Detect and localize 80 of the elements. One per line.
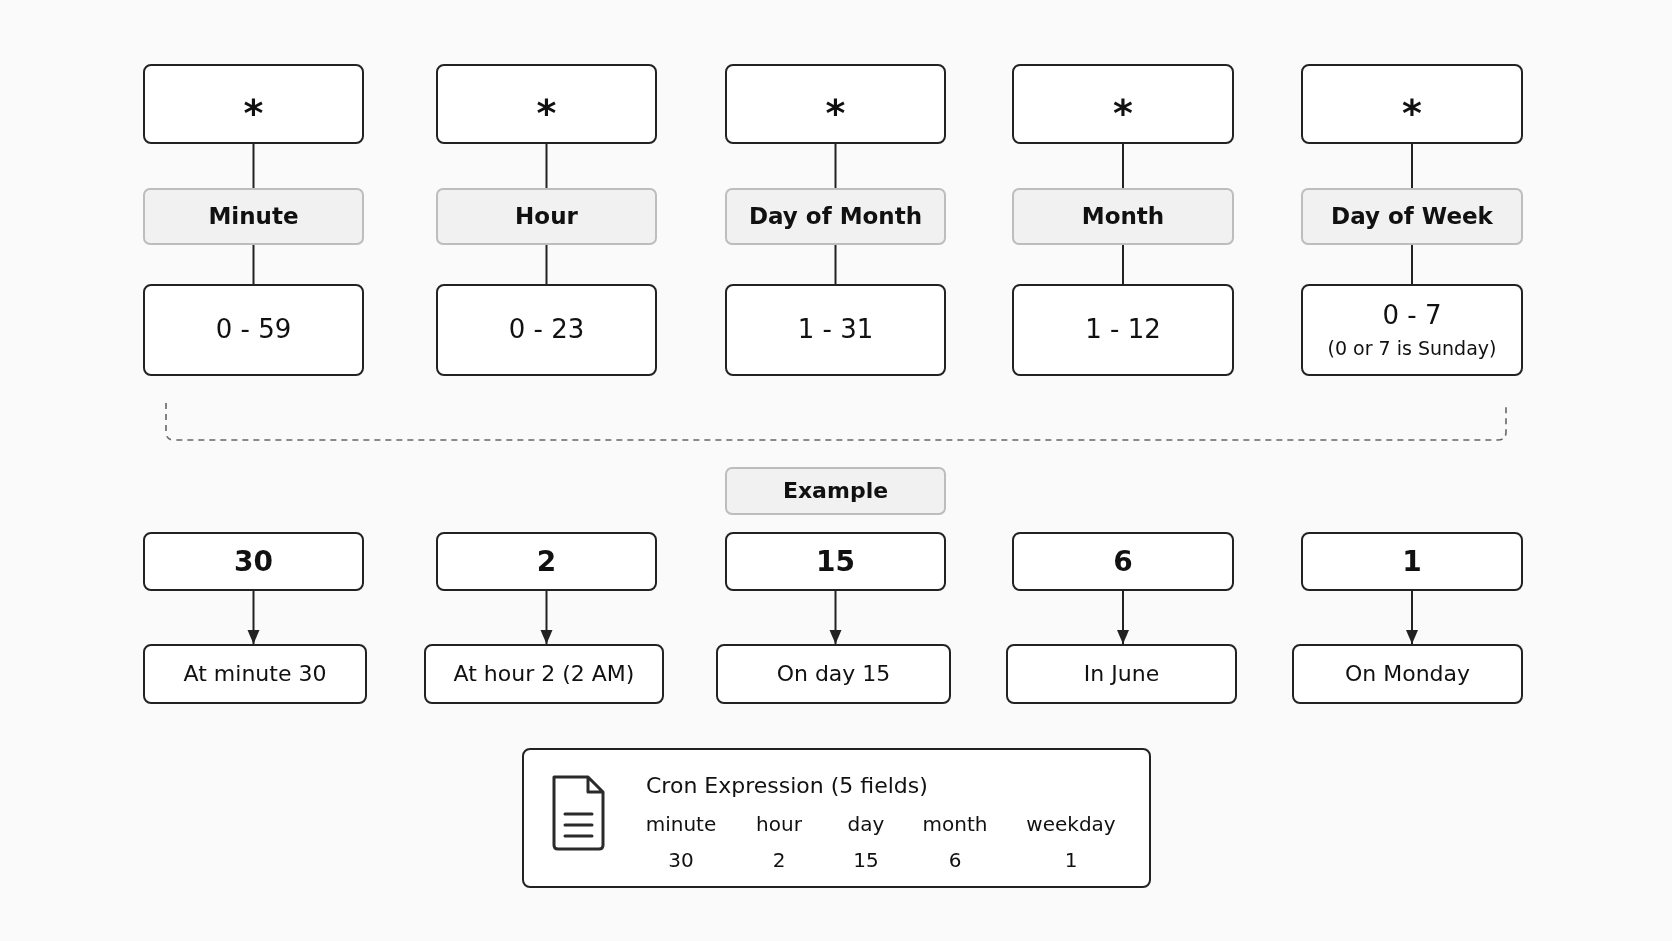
field-name-box xyxy=(1012,188,1234,245)
field-value: 15 xyxy=(853,848,879,872)
range-text: 1 - 12 xyxy=(1085,314,1161,346)
meaning-text: On day 15 xyxy=(776,660,891,688)
range-box xyxy=(143,284,364,376)
range-box xyxy=(725,284,946,376)
meaning-box xyxy=(1292,644,1523,704)
field-value: 6 xyxy=(948,848,962,872)
wildcard-box xyxy=(143,64,364,144)
connector-line xyxy=(834,244,837,285)
expression-card xyxy=(522,748,1151,888)
wildcard-text: * xyxy=(536,94,557,132)
column-header: day xyxy=(847,812,885,836)
wildcard-text: * xyxy=(1402,94,1422,132)
meaning-box xyxy=(1006,644,1237,704)
connector-line xyxy=(545,244,548,285)
meaning-text: On Monday xyxy=(1344,660,1471,688)
connector-line xyxy=(1411,244,1413,285)
value-text: 2 xyxy=(536,544,557,579)
connector-line xyxy=(834,143,837,189)
wildcard-box xyxy=(1012,64,1234,144)
meaning-box xyxy=(143,644,367,704)
range-text: 0 - 7 xyxy=(1382,300,1442,332)
range-box xyxy=(1301,284,1523,376)
meaning-box xyxy=(716,644,951,704)
value-text: 6 xyxy=(1113,544,1133,579)
value-text: 30 xyxy=(234,544,273,579)
field-name: Month xyxy=(1081,202,1165,231)
value-text: 15 xyxy=(816,544,855,579)
field-name-box xyxy=(725,188,946,245)
connector-line xyxy=(252,244,255,285)
example-value-box xyxy=(1301,532,1523,591)
column-header: month xyxy=(922,812,988,836)
value-text: 1 xyxy=(1402,544,1422,579)
column-header: weekday xyxy=(1026,812,1116,836)
wildcard-box xyxy=(725,64,946,144)
example-value-box xyxy=(725,532,946,591)
range-text: 0 - 23 xyxy=(508,314,585,346)
field-name-box xyxy=(1301,188,1523,245)
meaning-box xyxy=(424,644,664,704)
arrow xyxy=(829,590,842,645)
wildcard-box xyxy=(1301,64,1523,144)
arrow xyxy=(247,590,260,645)
wildcard-text: * xyxy=(1113,94,1133,132)
field-value: 2 xyxy=(772,848,786,872)
connector-line xyxy=(1411,143,1413,189)
range-box xyxy=(436,284,657,376)
meaning-text: In June xyxy=(1083,660,1160,688)
field-name-box xyxy=(143,188,364,245)
section-heading: Example xyxy=(782,477,889,505)
arrow xyxy=(1117,590,1129,645)
column-header: hour xyxy=(756,812,802,836)
field-value: 30 xyxy=(668,848,694,872)
field-name: Day of Month xyxy=(748,202,923,231)
range-box xyxy=(1012,284,1234,376)
note-text: (0 or 7 is Sunday) xyxy=(1327,337,1497,360)
example-value-box xyxy=(436,532,657,591)
range-text: 0 - 59 xyxy=(215,314,292,346)
field-name-box xyxy=(436,188,657,245)
field-name: Day of Week xyxy=(1331,202,1493,231)
meaning-text: At minute 30 xyxy=(183,660,327,688)
meaning-text: At hour 2 (2 AM) xyxy=(453,660,635,688)
connector-line xyxy=(252,143,255,189)
example-value-box xyxy=(143,532,364,591)
connector-line xyxy=(545,143,548,189)
wildcard-text: * xyxy=(825,94,846,132)
arrow xyxy=(1406,590,1418,645)
field-value: 1 xyxy=(1064,848,1078,872)
arrow xyxy=(540,590,553,645)
section-label-box xyxy=(725,467,946,515)
field-name: Minute xyxy=(208,202,299,231)
field-name: Hour xyxy=(515,202,578,231)
range-text: 1 - 31 xyxy=(797,314,874,346)
wildcard-box xyxy=(436,64,657,144)
card-title: Cron Expression (5 fields) xyxy=(646,772,928,800)
connector-line xyxy=(1122,143,1124,189)
connector-line xyxy=(1122,244,1124,285)
wildcard-text: * xyxy=(243,94,264,132)
column-header: minute xyxy=(645,812,717,836)
example-value-box xyxy=(1012,532,1234,591)
